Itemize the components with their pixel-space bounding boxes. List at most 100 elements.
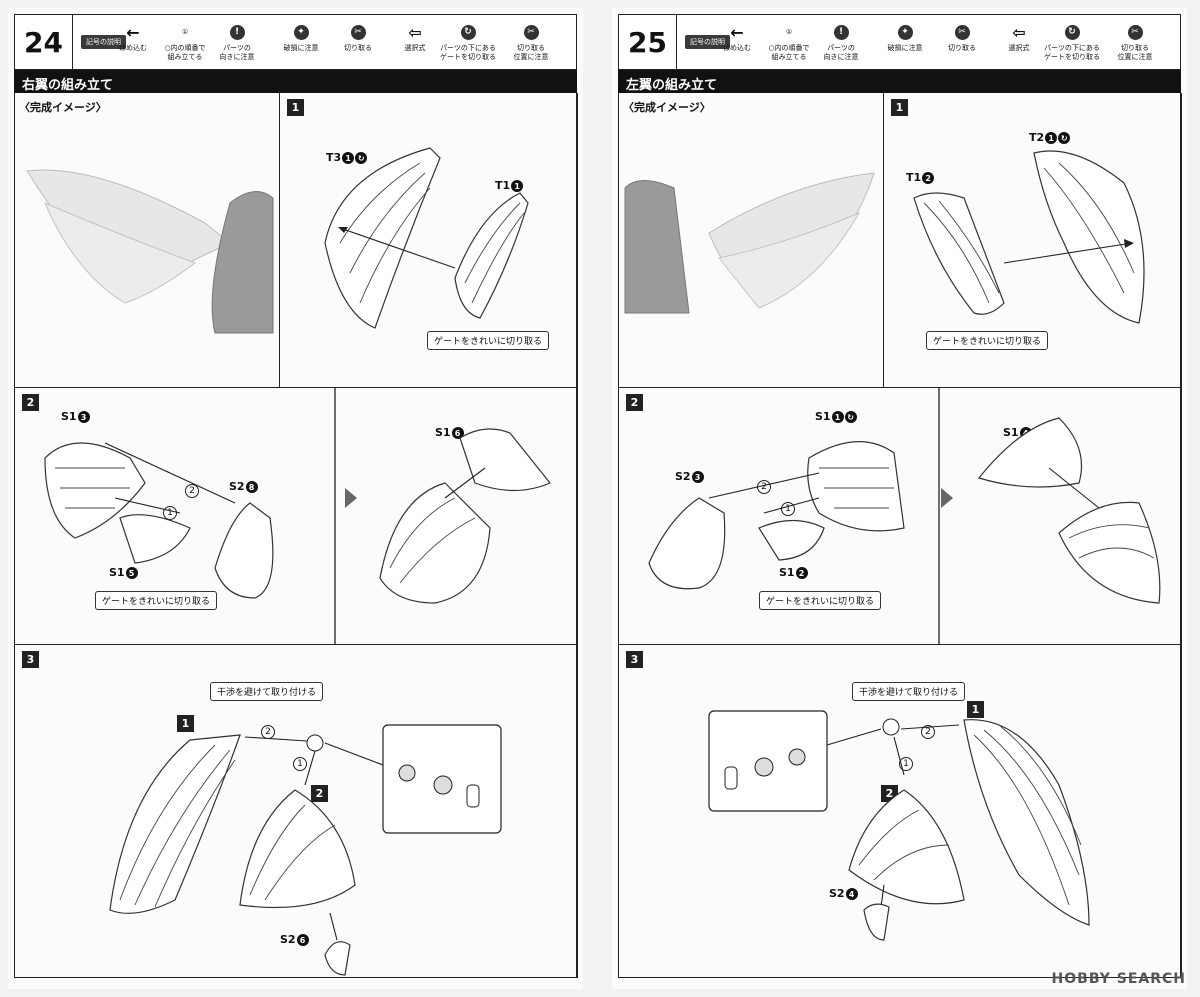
symbol-label: 選択式 <box>1008 44 1030 52</box>
under-gate-icon: ↻ <box>1064 24 1080 40</box>
symbol-legend-tag: 記号の説明 <box>685 35 730 49</box>
order-marker: 2 <box>261 725 275 739</box>
symbol-damage: ✦破損に注意 <box>270 20 332 53</box>
symbol-label: はめ込む <box>723 44 751 52</box>
damage-icon: ✦ <box>897 24 913 40</box>
under-gate-icon: ↻ <box>844 411 857 423</box>
completed-image-panel: 〈完成イメージ〉 <box>15 93 280 388</box>
page-24: 24 記号の説明 ← はめ込む ①○内の順番で 組み立てる!パーツの 向きに注意✦破… <box>8 8 583 989</box>
symbol-legend-tag: 記号の説明 <box>81 35 126 49</box>
symbol-label: 破損に注意 <box>887 44 923 52</box>
completed-label: 〈完成イメージ〉 <box>19 101 107 114</box>
step-number: 1 <box>287 99 304 116</box>
under-gate-icon: ↻ <box>1058 132 1071 144</box>
order-marker: 2 <box>185 484 199 498</box>
choose-arrow-icon: ⇦ <box>408 22 422 42</box>
cut-position-icon: ✂ <box>1127 24 1143 40</box>
step-2-diagram <box>44 388 551 645</box>
symbol-label: 切り取る 位置に注意 <box>513 44 549 61</box>
symbol-label: はめ込む <box>119 44 147 52</box>
order-circle-icon: ① <box>785 27 793 36</box>
caution-icon: ! <box>833 24 849 40</box>
symbol-label: 選択式 <box>404 44 426 52</box>
symbol-label: 切り取る <box>344 44 372 52</box>
cut-position-icon: ✂ <box>523 24 539 40</box>
order-marker: 2 <box>921 725 935 739</box>
symbol-cut: ✂ 切り取る <box>327 20 389 53</box>
symbol-damage: ✦ 破損に注意 <box>874 20 936 53</box>
symbol-cut: ✂ 切り取る <box>931 20 993 53</box>
watermark: HOBBY SEARCH <box>1051 971 1186 987</box>
section-title: 左翼の組み立て <box>618 70 1181 93</box>
cut-icon: ✂ <box>954 24 970 40</box>
step-3-diagram <box>109 724 502 976</box>
gate-note: ゲートをきれいに切り取る <box>926 331 1049 350</box>
symbol-arrow-left: ← はめ込む <box>706 20 768 53</box>
ref-assembly-1: 1 <box>967 701 984 718</box>
completed-wing-image <box>624 172 875 314</box>
step-2-panel: 2 S11↻ S23 S12 S14 2 1 ゲートをきれいに切り取る <box>619 388 1182 645</box>
interference-note: 干渉を避けて取り付ける <box>210 682 324 701</box>
symbol-header: 24 記号の説明 ← はめ込む ①○内の順番で 組み立てる!パーツの 向きに注意✦破… <box>14 14 577 70</box>
gate-note: ゲートをきれいに切り取る <box>95 591 218 610</box>
symbol-caution: !パーツの 向きに注意 <box>206 20 268 62</box>
caution-icon: ! <box>229 24 245 40</box>
arrow-left-icon: ← <box>730 22 744 42</box>
cut-icon: ✂ <box>350 24 366 40</box>
under-gate-icon: ↻ <box>460 24 476 40</box>
page-number: 25 <box>619 15 677 69</box>
section-title: 右翼の組み立て <box>14 70 577 93</box>
page-25: 25 記号の説明 ← はめ込む ① ○内の順番で 組み立てる!パーツの 向きに注意 ✦ 破… <box>612 8 1187 989</box>
ref-assembly-2: 2 <box>311 785 328 802</box>
step-number: 3 <box>626 651 643 668</box>
step-1-diagram <box>324 147 529 329</box>
step-3-panel: 3 干渉を避けて取り付ける 1 2 2 1 Q2 V1 Q1 S24 <box>619 645 1182 978</box>
step-number: 3 <box>22 651 39 668</box>
interference-note: 干渉を避けて取り付ける <box>852 682 966 701</box>
gate-note: ゲートをきれいに切り取る <box>427 331 550 350</box>
page-number: 24 <box>15 15 73 69</box>
symbol-label: ○内の順番で 組み立てる <box>164 44 206 61</box>
step-number: 2 <box>22 394 39 411</box>
symbol-choose-arrow: ⇦ 選択式 <box>384 20 446 53</box>
symbol-cut-position: ✂ 切り取る 位置に注意 <box>500 20 562 62</box>
symbol-header: 25 記号の説明 ← はめ込む ① ○内の順番で 組み立てる!パーツの 向きに注意 ✦ 破… <box>618 14 1181 70</box>
under-gate-icon: ↻ <box>355 152 368 164</box>
completed-wing-image <box>26 169 274 334</box>
arrow-left-icon: ← <box>126 22 140 42</box>
order-marker: 1 <box>293 757 307 771</box>
symbol-order-circle: ① ○内の順番で 組み立てる <box>758 20 820 62</box>
symbol-label: ○内の順番で 組み立てる <box>768 44 810 61</box>
symbol-cut-position: ✂ 切り取る 位置に注意 <box>1104 20 1166 62</box>
symbol-under-gate: ↻パーツの下にある ゲートを切り取る <box>1041 20 1103 62</box>
symbol-label: パーツの下にある ゲートを切り取る <box>440 44 496 61</box>
gate-note: ゲートをきれいに切り取る <box>759 591 882 610</box>
step-number: 1 <box>891 99 908 116</box>
completed-label: 〈完成イメージ〉 <box>623 101 711 114</box>
symbol-choose-arrow: ⇦選択式 <box>988 20 1050 53</box>
step-3-panel: 3 干渉を避けて取り付ける 1 2 2 1 Q2 V1 Q1 S26 <box>15 645 578 978</box>
symbol-caution: !パーツの 向きに注意 <box>810 20 872 62</box>
symbol-label: 切り取る <box>948 44 976 52</box>
step-2-diagram <box>648 388 1161 645</box>
symbol-label: 切り取る 位置に注意 <box>1117 44 1153 61</box>
symbol-order-circle: ①○内の順番で 組み立てる <box>154 20 216 62</box>
